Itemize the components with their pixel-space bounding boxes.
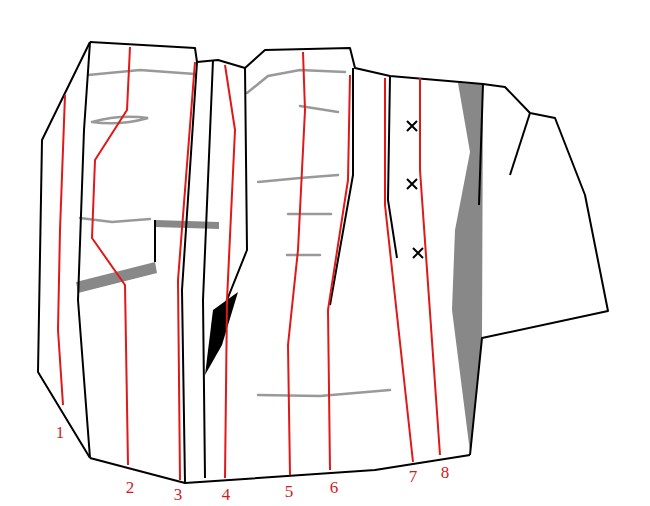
route-number: 4 [222,486,231,503]
crack [479,84,483,205]
route-line [225,65,235,478]
crack [388,76,397,258]
crack-line [247,70,345,93]
route-line [420,78,440,455]
bolt-symbol [407,179,417,189]
outline [78,42,90,458]
route-number: 7 [409,468,418,485]
route-line [328,75,350,470]
crack-line [258,175,338,182]
route-line [92,47,130,465]
ledge [76,262,157,293]
outline [38,42,90,458]
rock-outlines [38,42,608,483]
bolt-symbol [413,248,423,258]
grey-features [76,83,483,452]
crack-line [288,213,331,216]
route-line [288,52,305,475]
route-number: 2 [126,479,135,496]
route-number: 5 [285,483,294,500]
crack-line [80,218,150,222]
bolt-symbol [407,121,417,131]
route-line [178,62,195,480]
route-number: 6 [330,479,339,496]
crack [203,60,213,478]
route-line [58,95,65,405]
crack-line [258,390,390,396]
crack [510,113,530,175]
roof-shadow [205,292,238,375]
route-line [385,78,413,462]
crack-line [287,254,320,257]
crack-line [88,70,195,75]
route-number: 8 [441,464,450,481]
routes [58,47,440,480]
dihedral [452,83,483,452]
route-number: 1 [56,424,65,441]
crack [154,220,156,262]
route-number: 3 [174,486,183,503]
